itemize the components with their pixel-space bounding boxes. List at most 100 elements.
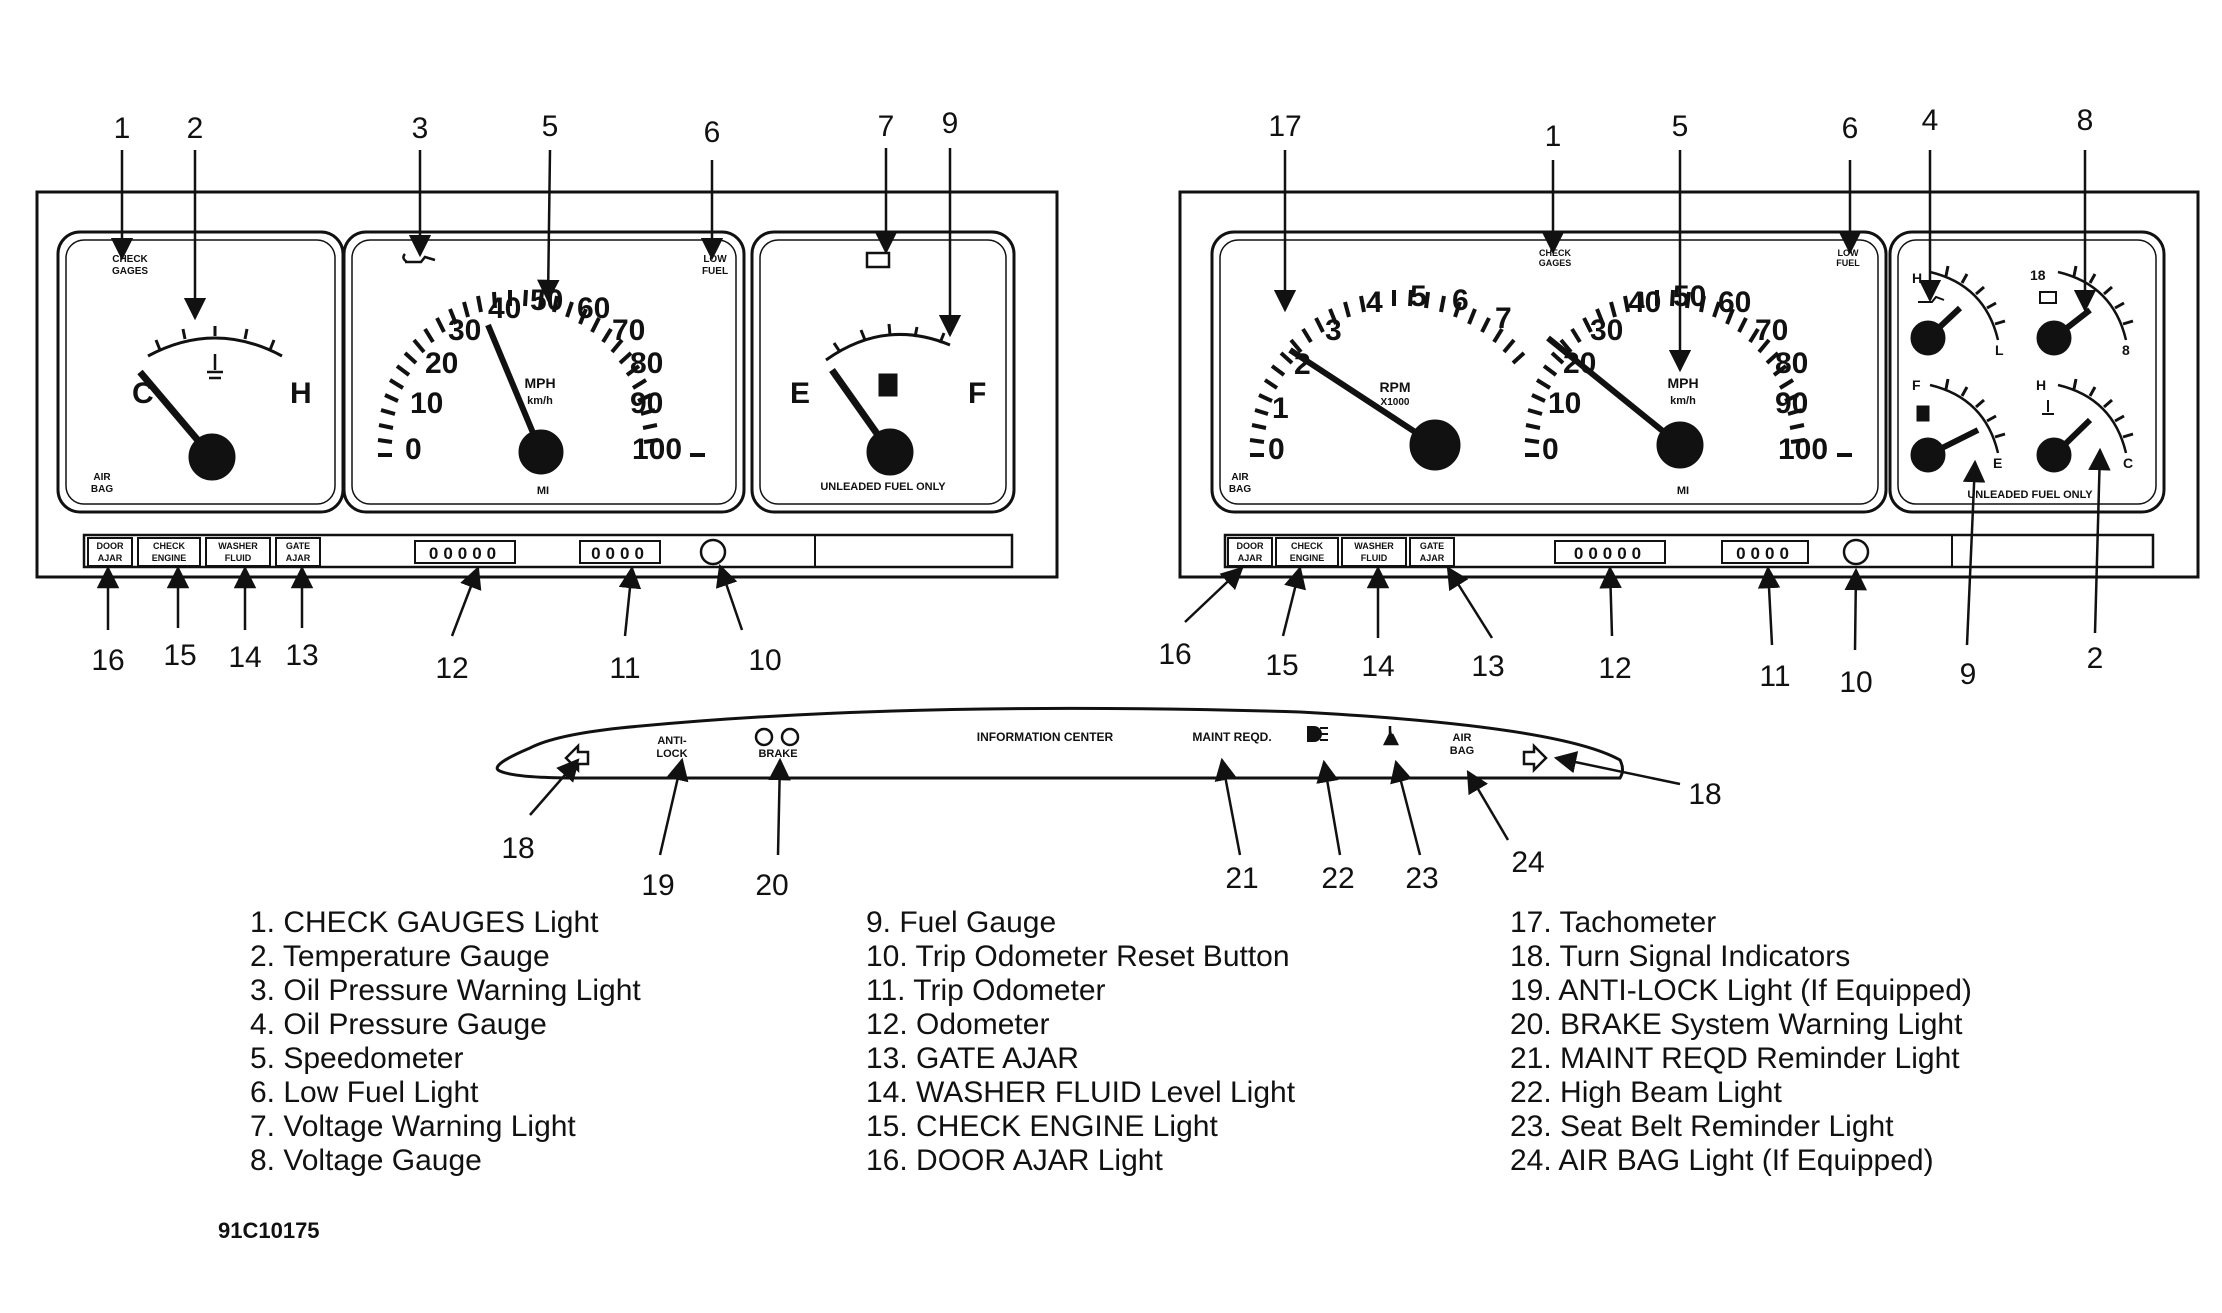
callout-15-right: 15 <box>1265 649 1298 682</box>
check-gauges-light: CHECK <box>112 254 148 265</box>
tach-label-5: 5 <box>1410 280 1427 313</box>
tach-label-0: 0 <box>1268 433 1285 466</box>
right-cluster: 0 1 2 3 4 5 6 7 RPM X1000 AIR BAG CHECK … <box>1178 190 2200 579</box>
callout-11-left: 11 <box>609 652 640 685</box>
callout-8: 8 <box>2077 104 2094 137</box>
voltage-gauge: 18 8 <box>2030 265 2134 358</box>
right-quad-face <box>1888 230 2166 514</box>
callout-12-left: 12 <box>435 652 468 685</box>
callout-14-right: 14 <box>1361 650 1394 683</box>
information-center-title: INFORMATION CENTER <box>977 730 1114 744</box>
tach-needle <box>1288 347 1437 448</box>
fuel-pump-icon-left <box>878 373 898 397</box>
callout-5-left: 5 <box>542 110 559 143</box>
tach-label-7: 7 <box>1495 302 1512 335</box>
low-fuel-light: LOW <box>703 254 727 265</box>
gate-ajar-light-left: GATE <box>286 541 310 551</box>
callout-7: 7 <box>878 110 895 143</box>
callout-numbers: 1 2 3 5 6 7 9 16 15 14 13 12 11 10 17 1 … <box>91 104 2103 902</box>
odometer-left <box>414 540 516 564</box>
rpm-multiplier-label: X1000 <box>1381 397 1410 408</box>
right-speed-label-40: 40 <box>1628 286 1661 319</box>
gate-ajar-light-right-line2: AJAR <box>1420 553 1445 563</box>
air-bag-light-left-line2: BAG <box>91 484 113 495</box>
tach-label-3: 3 <box>1325 314 1342 347</box>
right-speed-label-0: 0 <box>1542 433 1559 466</box>
trip-reset-button-right[interactable] <box>1842 538 1870 566</box>
left-speed-label-30: 30 <box>448 314 481 347</box>
right-speed-label-70: 70 <box>1755 314 1788 347</box>
legend-item: 14. WASHER FLUID Level Light <box>866 1076 1296 1109</box>
right-speed-label-60: 60 <box>1718 286 1751 319</box>
callout-12-right: 12 <box>1598 652 1631 685</box>
callout-15-left: 15 <box>163 639 196 672</box>
callout-4: 4 <box>1922 104 1939 137</box>
callout-18-left: 18 <box>501 832 534 865</box>
left-speed-needle <box>485 323 544 454</box>
volt-low-label: 8 <box>2122 342 2130 358</box>
trip-odometer-left <box>579 540 661 564</box>
right-indicator-lights: DOOR AJAR CHECK ENGINE WASHER FLUID GATE… <box>1227 537 1455 567</box>
legend-item: 8. Voltage Gauge <box>250 1144 482 1177</box>
left-kmh-label: km/h <box>527 395 553 407</box>
legend-item: 4. Oil Pressure Gauge <box>250 1008 547 1041</box>
legend-item: 11. Trip Odometer <box>866 974 1106 1007</box>
check-engine-light-left: CHECK <box>153 541 186 551</box>
high-beam-icon <box>1307 726 1328 742</box>
air-bag-light-right-line2: BAG <box>1229 484 1251 495</box>
callout-24: 24 <box>1511 846 1544 879</box>
battery-icon <box>2039 291 2057 304</box>
left-speed-label-100: 100 <box>632 433 682 466</box>
callout-2-right: 2 <box>2087 642 2104 675</box>
callout-10-left: 10 <box>748 644 781 677</box>
callout-14-left: 14 <box>228 641 261 674</box>
fuel-pump-icon-right <box>1916 405 1930 422</box>
left-speed-label-80: 80 <box>630 347 663 380</box>
callout-18-right: 18 <box>1688 778 1721 811</box>
low-fuel-light-line2: FUEL <box>702 266 728 277</box>
seat-belt-icon <box>1382 726 1400 746</box>
check-gauges-light-right-line2: GAGES <box>1539 258 1572 268</box>
callout-2-left: 2 <box>187 112 204 145</box>
left-cluster: CHECK GAGES C H AIR BAG <box>35 190 1059 579</box>
left-speed-label-10: 10 <box>410 387 443 420</box>
left-speed-label-50: 50 <box>530 284 563 317</box>
washer-fluid-light-right-line2: FLUID <box>1361 553 1388 563</box>
odometer-left-value: 00000 <box>429 544 501 563</box>
right-turn-signal-icon <box>1522 742 1548 774</box>
callout-6-right: 6 <box>1842 112 1859 145</box>
trip-odometer-left-value: 0000 <box>591 544 649 563</box>
callout-5-right: 5 <box>1672 110 1689 143</box>
legend-item: 6. Low Fuel Light <box>250 1076 479 1109</box>
coolant-temp-icon <box>207 354 223 380</box>
fuel-full-label-right: F <box>1912 377 1921 393</box>
air-bag-light-left: AIR <box>93 472 111 483</box>
figure-code: 91C10175 <box>218 1218 320 1243</box>
tach-label-4: 4 <box>1366 286 1383 319</box>
callout-16-right: 16 <box>1158 638 1191 671</box>
odometer-right-value: 00000 <box>1574 544 1646 563</box>
door-ajar-light-left-line2: AJAR <box>98 553 123 563</box>
trip-reset-button-left[interactable] <box>699 538 727 566</box>
right-mph-label: MPH <box>1667 375 1698 391</box>
door-ajar-light-right: DOOR <box>1237 541 1265 551</box>
legend-item: 22. High Beam Light <box>1510 1076 1782 1109</box>
anti-lock-light: ANTI- <box>657 735 687 747</box>
check-engine-light-right: CHECK <box>1291 541 1324 551</box>
legend-item: 24. AIR BAG Light (If Equipped) <box>1510 1144 1934 1177</box>
check-gauges-light-right: CHECK <box>1539 248 1572 258</box>
legend-item: 17. Tachometer <box>1510 906 1717 939</box>
tach-label-1: 1 <box>1272 392 1289 425</box>
voltage-warning-icon <box>865 251 891 269</box>
callout-6-left: 6 <box>704 116 721 149</box>
left-turn-signal-icon <box>564 742 590 774</box>
temp-hot-label: H <box>290 377 312 410</box>
left-mi-label: MI <box>537 485 549 497</box>
legend-item: 19. ANTI-LOCK Light (If Equipped) <box>1510 974 1972 1007</box>
legend-column-2: 9. Fuel Gauge 10. Trip Odometer Reset Bu… <box>866 906 1295 1178</box>
fuel-empty-label-right: E <box>1993 455 2002 471</box>
callout-13-left: 13 <box>285 639 318 672</box>
low-fuel-light-right-line2: FUEL <box>1836 258 1860 268</box>
washer-fluid-light-left-line2: FLUID <box>225 553 252 563</box>
legend-item: 10. Trip Odometer Reset Button <box>866 940 1290 973</box>
